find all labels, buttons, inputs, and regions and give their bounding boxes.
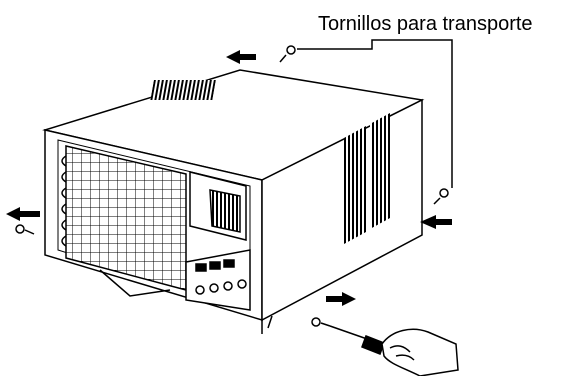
direction-arrows [6,50,452,306]
shipping-screws [15,45,449,327]
callout-leader [297,39,453,188]
shipping-screws-label: Tornillos para transporte [318,13,533,35]
control-panel [185,249,251,311]
arrow-right [420,215,452,229]
screw-left [15,224,35,235]
screwdriver-hand [329,325,459,377]
arrow-top-left [226,50,256,64]
blower-opening [189,171,247,241]
cabinet-side [261,98,423,322]
screw-bottom [311,317,331,327]
arrow-left [6,207,40,221]
screw-top [279,45,296,63]
screw-right [433,188,449,205]
side-louvres [344,113,390,244]
cabinet-feet [261,315,273,334]
arrow-bottom [326,292,356,306]
